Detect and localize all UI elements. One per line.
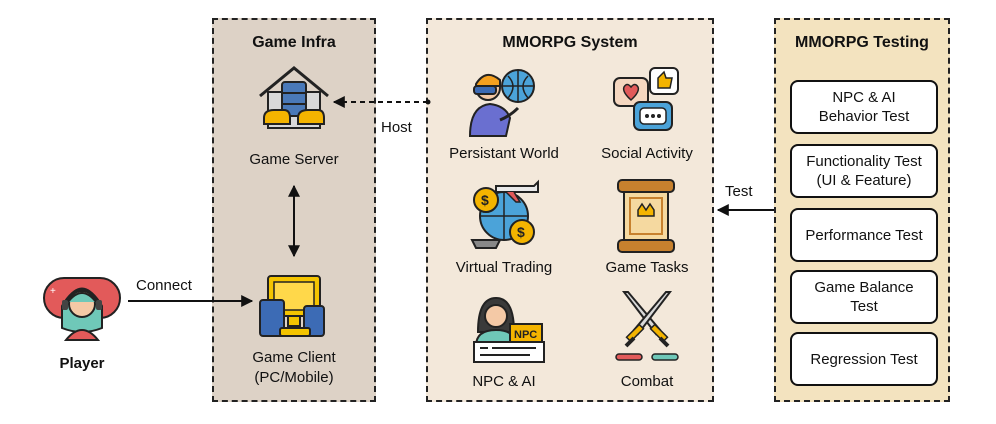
vr-globe-icon [468,69,535,137]
connect-label: Connect [136,277,192,294]
mmorpg-system-title: MMORPG System [502,34,638,51]
trading-globe-icon: $ $ [470,179,539,249]
test-box-functionality: Functionality Test (UI & Feature) [790,144,938,198]
test-box-regression: Regression Test [790,332,938,386]
svg-text:+: + [50,286,56,297]
game-infra-title: Game Infra [252,34,336,51]
svg-text:NPC: NPC [514,329,537,341]
mmorpg-testing-title: MMORPG Testing [795,34,929,51]
feature-persistant-world-label: Persistant World [449,145,559,162]
svg-text:$: $ [517,224,525,240]
test-box-game-balance: Game Balance Test [790,270,938,324]
game-client-devices-icon [259,275,325,337]
host-label: Host [381,119,412,136]
feature-game-tasks-label: Game Tasks [605,259,689,276]
player-label: Player [59,355,105,372]
svg-text:$: $ [481,192,489,208]
scroll-icon [617,179,675,253]
test-box-npc-ai: NPC & AI Behavior Test [790,80,938,134]
test-box-performance: Performance Test [790,208,938,262]
game-client-label-line1: Game Client [252,349,336,366]
feature-social-activity-label: Social Activity [601,145,693,162]
npc-icon: NPC [473,296,545,363]
game-server-label: Game Server [249,151,339,168]
feature-virtual-trading-label: Virtual Trading [455,259,553,276]
chat-bubbles-icon [613,67,679,131]
game-client-label-line2: (PC/Mobile) [254,369,334,386]
game-server-icon [259,66,329,129]
crossed-swords-icon [615,291,679,361]
feature-npc-ai-label: NPC & AI [472,373,536,390]
player-gamer-icon: + [43,277,121,341]
mmorpg-testing-panel: MMORPG Testing NPC & AI Behavior Test Fu… [774,18,950,402]
test-label: Test [725,183,753,200]
feature-combat-label: Combat [620,373,674,390]
